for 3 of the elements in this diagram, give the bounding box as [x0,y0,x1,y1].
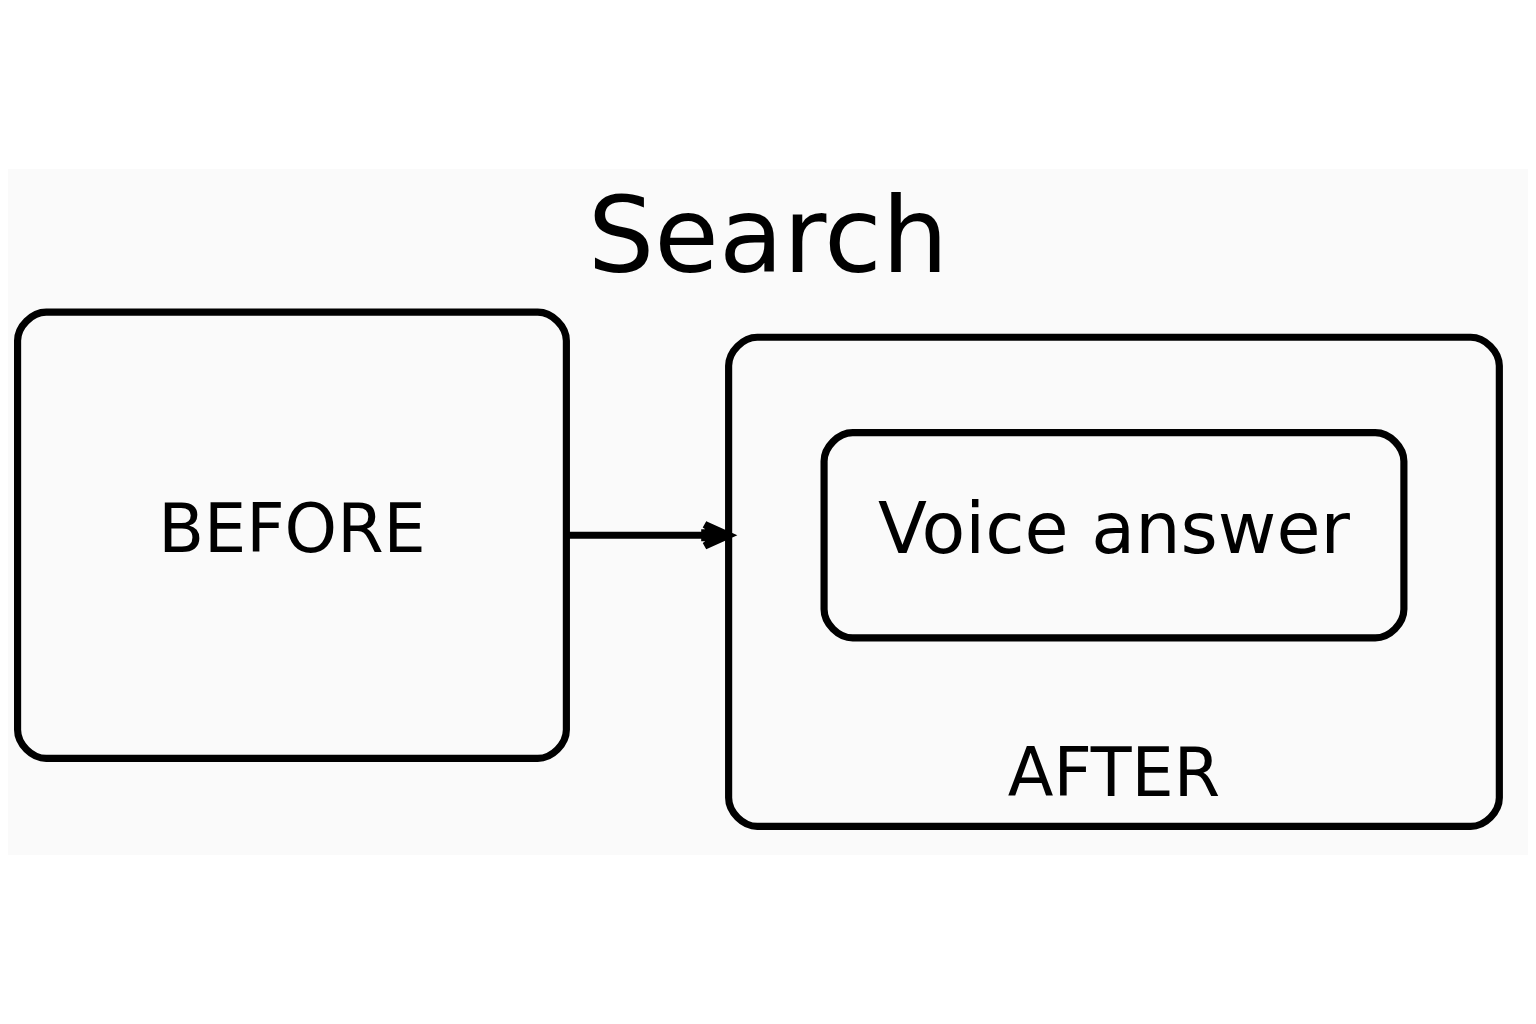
diagram-title: Search [587,175,949,298]
node-box: BEFORE [14,308,570,762]
node-box: Voice answer [820,429,1408,642]
